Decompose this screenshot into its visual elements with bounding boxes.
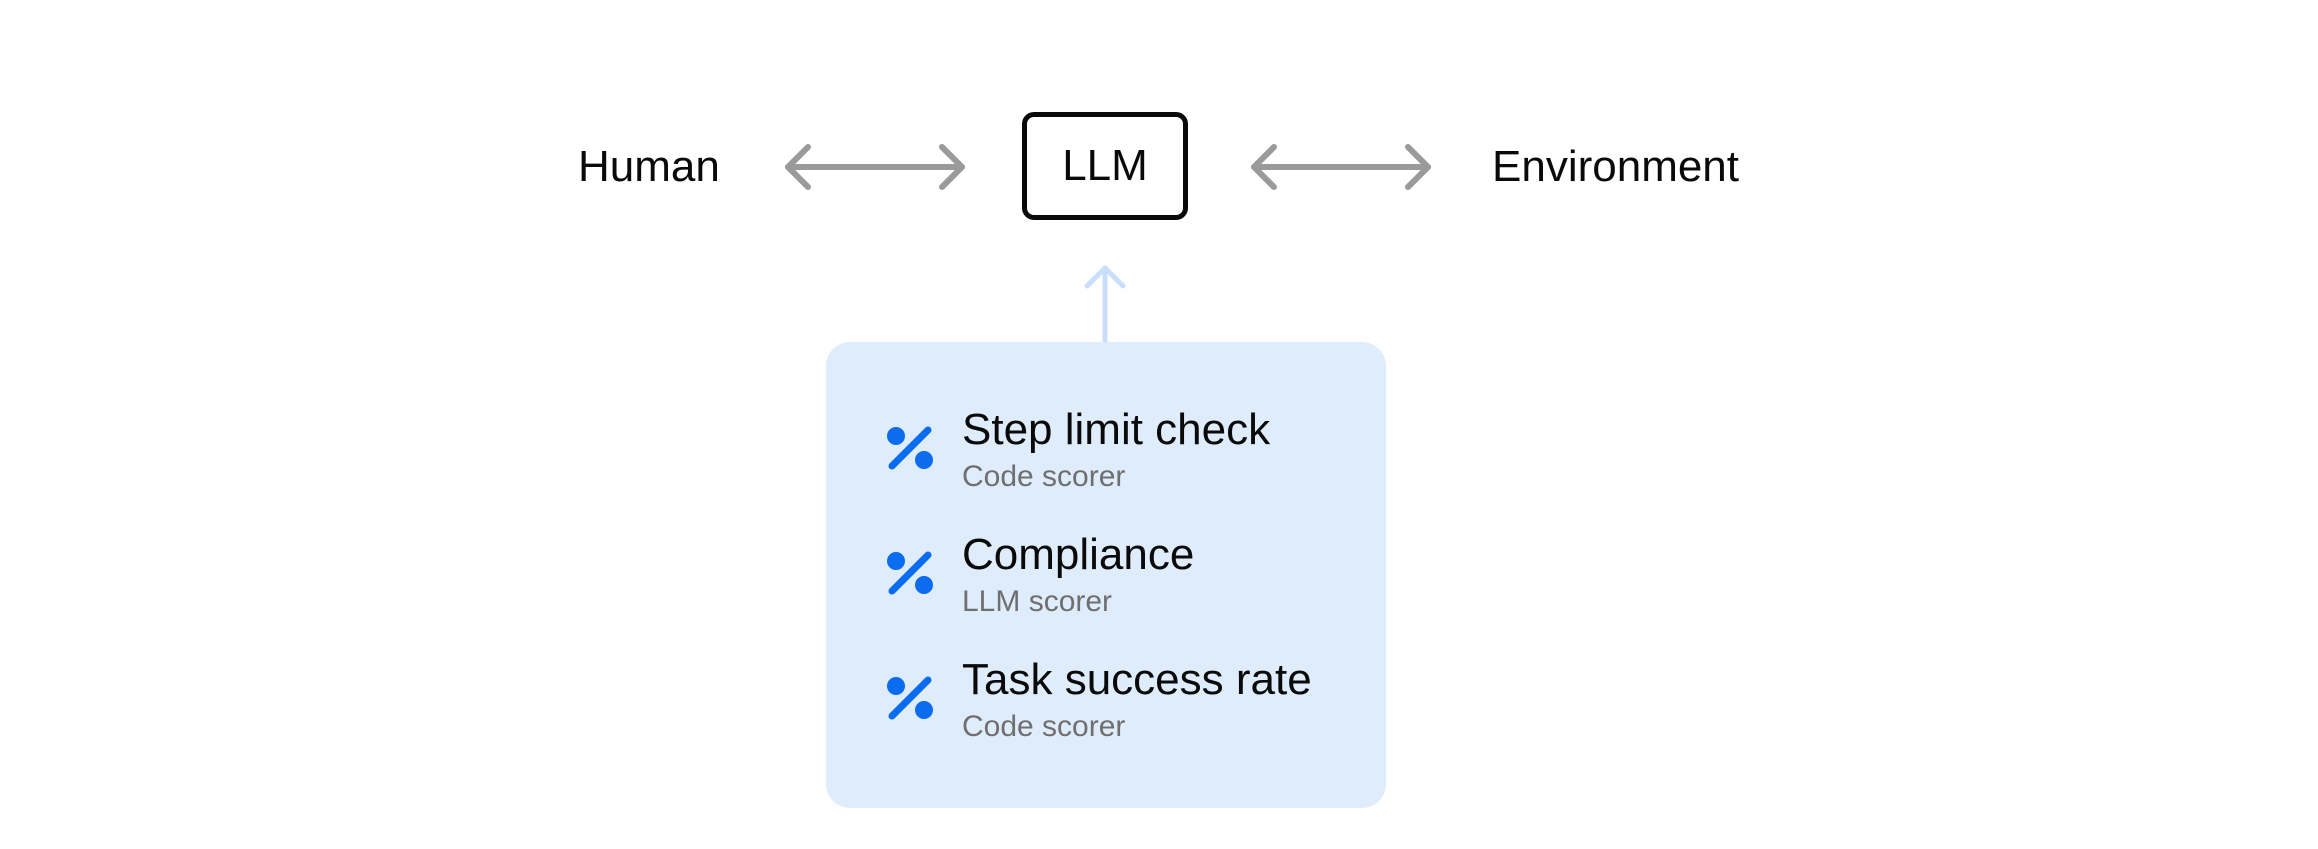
scorer-panel: Step limit check Code scorer Compliance … (826, 342, 1386, 808)
percent-icon (887, 426, 933, 470)
llm-label: LLM (1062, 141, 1148, 190)
scorer-item: Task success rate Code scorer (826, 656, 1386, 756)
percent-icon (887, 551, 933, 595)
llm-environment-bidirectional-arrow (1251, 144, 1431, 190)
scorer-name: Task success rate (962, 655, 1312, 704)
scorer-item: Compliance LLM scorer (826, 531, 1386, 631)
percent-icon (887, 676, 933, 720)
scorer-name: Compliance (962, 530, 1195, 579)
environment-node: Environment (1492, 142, 1740, 191)
scorer-type: Code scorer (962, 460, 1126, 493)
scorer-to-llm-arrow (1084, 265, 1126, 347)
scorer-item: Step limit check Code scorer (826, 406, 1386, 506)
llm-node: LLM (1022, 112, 1188, 220)
scorer-type: Code scorer (962, 710, 1126, 743)
human-llm-bidirectional-arrow (785, 144, 965, 190)
scorer-name: Step limit check (962, 405, 1271, 454)
human-node: Human (578, 142, 720, 191)
scorer-type: LLM scorer (962, 585, 1113, 618)
